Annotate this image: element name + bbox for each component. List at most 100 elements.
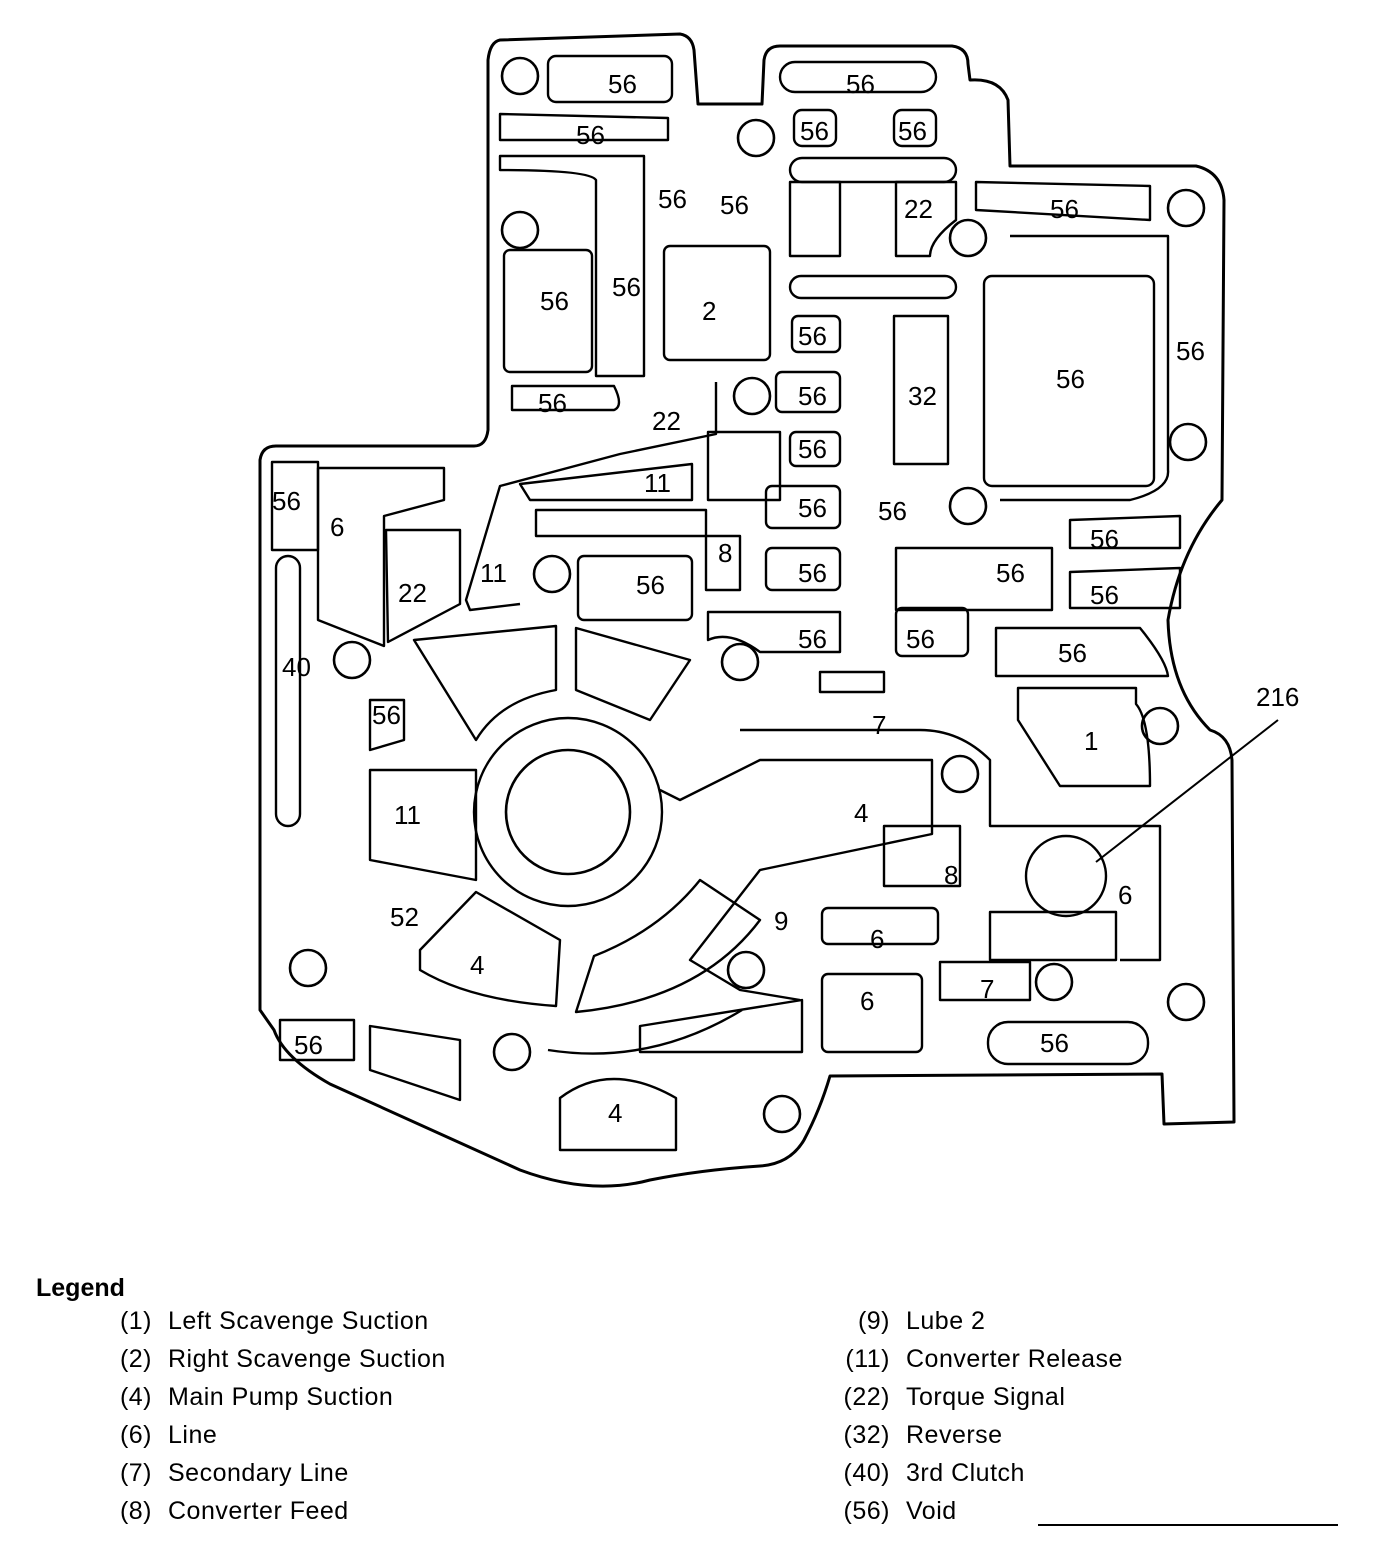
label-callout-216: 216 bbox=[1256, 682, 1299, 712]
pump-bore bbox=[504, 748, 632, 876]
legend-label: Converter Feed bbox=[168, 1497, 349, 1525]
label-void: 56 bbox=[608, 69, 637, 99]
legend-item: (7)Secondary Line bbox=[100, 1454, 446, 1492]
legend-left-column: (1) Left Scavenge Suction (2) Right Scaven… bbox=[100, 1302, 446, 1530]
legend-item: (1) Left Scavenge Suction bbox=[100, 1302, 446, 1340]
label-void: 56 bbox=[540, 286, 569, 316]
legend-title: Legend bbox=[36, 1274, 125, 1302]
legend-label: Converter Release bbox=[906, 1345, 1123, 1373]
label-void: 56 bbox=[538, 388, 567, 418]
legend-label: Torque Signal bbox=[906, 1383, 1066, 1411]
legend-item: (9) Lube 2 bbox=[838, 1302, 1123, 1340]
legend-code: (40) bbox=[843, 1459, 890, 1487]
label-void: 56 bbox=[1176, 336, 1205, 366]
legend-code: (56) bbox=[843, 1497, 890, 1525]
legend-right-column: (9) Lube 2 (11) Converter Release (22) Torq… bbox=[838, 1302, 1123, 1530]
label-reverse: 32 bbox=[908, 381, 937, 411]
label-void: 56 bbox=[272, 486, 301, 516]
label-lube-2: 9 bbox=[774, 906, 788, 936]
check-ball bbox=[1024, 834, 1108, 918]
label-void: 56 bbox=[636, 570, 665, 600]
label-main-pump: 4 bbox=[470, 950, 484, 980]
label-converter-feed: 8 bbox=[718, 538, 732, 568]
label-torque-signal: 22 bbox=[904, 194, 933, 224]
plate-outline bbox=[258, 32, 1236, 1188]
legend-item: (56) Void bbox=[838, 1492, 1123, 1530]
legend-code: (4) bbox=[119, 1383, 152, 1411]
label-void: 56 bbox=[576, 120, 605, 150]
label-void: 56 bbox=[846, 69, 875, 99]
label-void: 56 bbox=[658, 184, 687, 214]
legend-label: Main Pump Suction bbox=[168, 1383, 394, 1411]
legend-label: Void bbox=[906, 1497, 957, 1525]
label-void: 56 bbox=[1058, 638, 1087, 668]
legend-item: (8) Converter Feed bbox=[100, 1492, 446, 1530]
label-void: 56 bbox=[1056, 364, 1085, 394]
label-void: 56 bbox=[1040, 1028, 1069, 1058]
legend-item: (11) Converter Release bbox=[838, 1340, 1123, 1378]
label-converter-feed: 8 bbox=[944, 860, 958, 890]
legend-item: (6) Line bbox=[100, 1416, 446, 1454]
label-void: 56 bbox=[878, 496, 907, 526]
label-third-clutch: 40 bbox=[282, 652, 311, 682]
legend-code: (8) bbox=[119, 1497, 152, 1525]
label-right-scavenge: 2 bbox=[702, 296, 716, 326]
label-torque-signal: 22 bbox=[652, 406, 681, 436]
label-void: 56 bbox=[1090, 524, 1119, 554]
legend-code: (7) bbox=[119, 1459, 152, 1487]
label-void: 56 bbox=[996, 558, 1025, 588]
label-left-scavenge: 1 bbox=[1084, 726, 1098, 756]
legend-item: (22) Torque Signal bbox=[838, 1378, 1123, 1416]
label-line: 6 bbox=[330, 512, 344, 542]
label-void: 56 bbox=[798, 624, 827, 654]
legend-label: 3rd Clutch bbox=[906, 1459, 1025, 1487]
mounting-holes bbox=[288, 56, 1208, 1134]
label-void: 56 bbox=[612, 272, 641, 302]
label-void: 56 bbox=[1090, 580, 1119, 610]
label-void: 56 bbox=[1050, 194, 1079, 224]
callout-216-leader bbox=[1095, 719, 1279, 863]
label-void: 56 bbox=[798, 558, 827, 588]
legend-code: (2) bbox=[119, 1345, 152, 1373]
legend-item: (4) Main Pump Suction bbox=[100, 1378, 446, 1416]
label-void: 56 bbox=[294, 1030, 323, 1060]
legend-label: Line bbox=[168, 1421, 218, 1449]
legend-label: Left Scavenge Suction bbox=[168, 1307, 429, 1335]
label-secondary-line: 7 bbox=[980, 974, 994, 1004]
legend-code: (22) bbox=[843, 1383, 890, 1411]
legend-label: Right Scavenge Suction bbox=[168, 1345, 446, 1373]
label-converter-release: 11 bbox=[644, 468, 671, 498]
label-void: 56 bbox=[798, 321, 827, 351]
legend-code: (1) bbox=[119, 1307, 152, 1335]
label-line: 6 bbox=[1118, 880, 1132, 910]
valve-body-diagram: 56 56 56 56 56 56 56 22 56 56 56 2 56 56… bbox=[258, 32, 1299, 1188]
legend-code: (32) bbox=[843, 1421, 890, 1449]
passage-labels: 56 56 56 56 56 56 56 22 56 56 56 2 56 56… bbox=[272, 69, 1299, 1128]
label-void: 56 bbox=[898, 116, 927, 146]
legend-item: (40) 3rd Clutch bbox=[838, 1454, 1123, 1492]
label-void: 56 bbox=[800, 116, 829, 146]
label-void: 56 bbox=[906, 624, 935, 654]
label-secondary-line: 7 bbox=[872, 710, 886, 740]
label-line: 6 bbox=[870, 924, 884, 954]
divider-line bbox=[1038, 1524, 1338, 1526]
label-void: 56 bbox=[798, 434, 827, 464]
legend-label: Lube 2 bbox=[906, 1307, 986, 1335]
pump-ring bbox=[472, 716, 664, 908]
legend-item: (2) Right Scavenge Suction bbox=[100, 1340, 446, 1378]
label-torque-signal: 22 bbox=[398, 578, 427, 608]
label-void: 56 bbox=[720, 190, 749, 220]
legend-code: (9) bbox=[857, 1307, 890, 1335]
legend-item: (32) Reverse bbox=[838, 1416, 1123, 1454]
label-line: 6 bbox=[860, 986, 874, 1016]
passage-outlines bbox=[270, 54, 1182, 1152]
label-main-pump: 4 bbox=[608, 1098, 622, 1128]
legend-code: (11) bbox=[845, 1345, 890, 1373]
label-main-pump: 4 bbox=[854, 798, 868, 828]
label-void: 56 bbox=[798, 381, 827, 411]
label-converter-release: 11 bbox=[480, 558, 507, 588]
label-void: 56 bbox=[372, 700, 401, 730]
label-passage-52: 52 bbox=[390, 902, 419, 932]
legend-label: Reverse bbox=[906, 1421, 1003, 1449]
legend-code: (6) bbox=[119, 1421, 152, 1449]
